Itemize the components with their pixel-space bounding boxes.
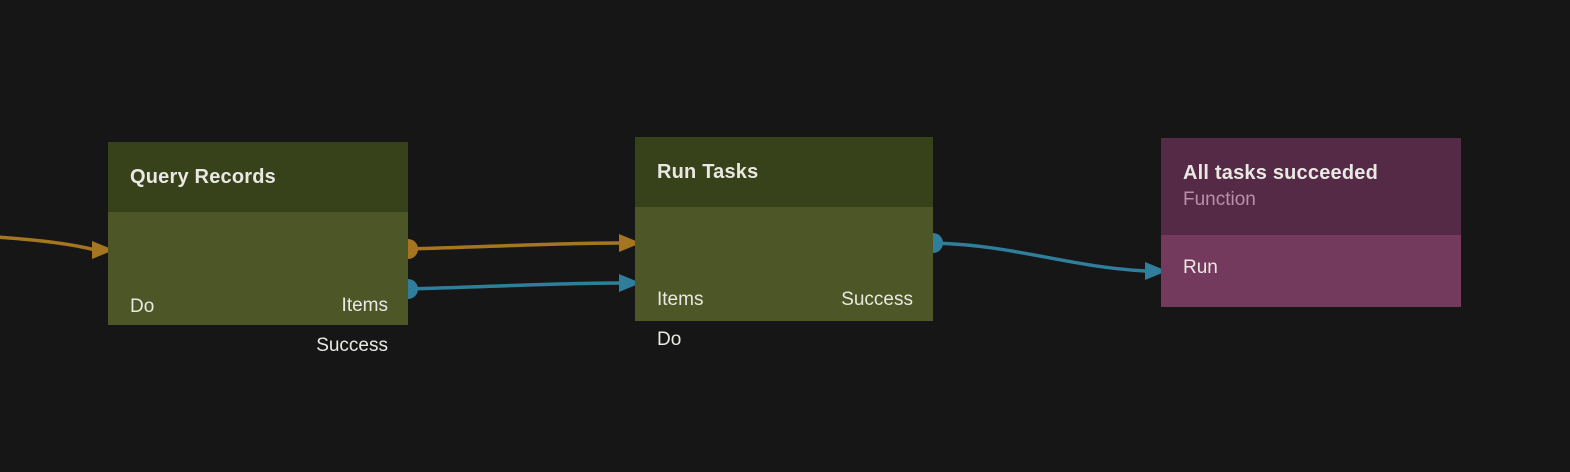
node-title: Query Records [130,165,276,188]
wire-offscreen-to-query-do[interactable] [0,235,97,252]
port-in-arrow-runtasks-items[interactable] [619,234,641,252]
port-label-items: Items [657,289,704,310]
port-label-success: Success [316,335,388,356]
node-title: All tasks succeeded [1183,162,1379,184]
port-label-success: Success [841,289,913,310]
node-title: Run Tasks [657,160,759,183]
port-label-run: Run [1183,257,1218,278]
wire-items-to-items[interactable] [406,241,623,251]
node-header: Query Records [108,142,408,212]
port-label-items: Items [341,295,388,316]
wire-success-to-do[interactable] [406,281,623,291]
port-label-do: Do [130,296,155,317]
node-body: Run [1161,235,1461,307]
node-query-records[interactable]: Query Records Do Items Success [108,142,408,356]
node-all-tasks-succeeded[interactable]: All tasks succeeded Function Run [1161,138,1461,307]
node-header: All tasks succeeded Function [1161,138,1461,235]
node-body: Do Items Success [108,212,408,356]
node-subtitle: Function [1183,189,1256,210]
port-in-arrow-runtasks-do[interactable] [619,274,641,292]
node-run-tasks[interactable]: Run Tasks Items Do Success [635,137,933,350]
node-body: Items Do Success [635,207,933,350]
port-label-do: Do [657,329,682,350]
port-in-arrow-query-do[interactable] [92,241,114,259]
port-in-arrow-run[interactable] [1145,262,1167,280]
wire-success-to-run[interactable] [931,241,1148,273]
node-header: Run Tasks [635,137,933,207]
